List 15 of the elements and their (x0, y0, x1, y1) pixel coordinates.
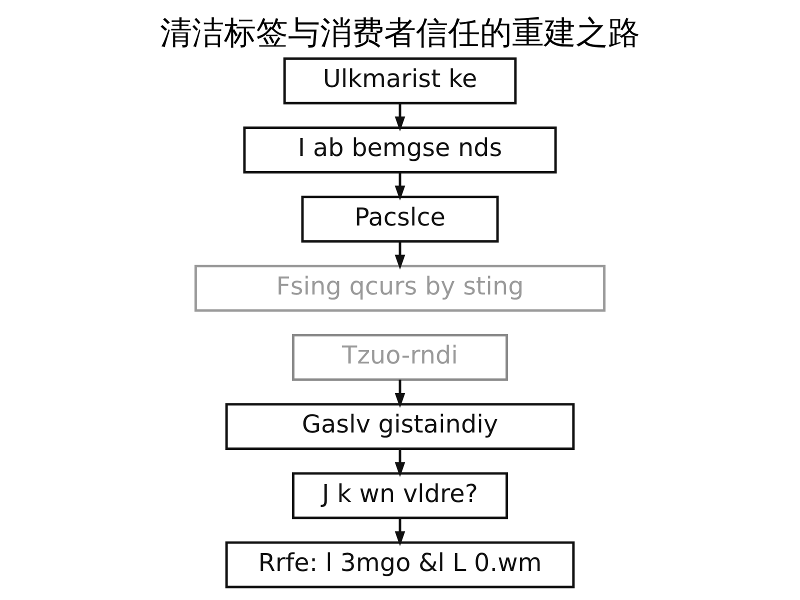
node-box: J k wn vldre? (292, 472, 508, 520)
node-box: Gaslv gistaindiy (225, 403, 575, 450)
diagram-title: 清洁标签与消费者信任的重建之路 (160, 14, 640, 52)
node-box: Ulkmarist ke (283, 57, 517, 104)
node-box: Pacslce (301, 196, 499, 243)
arrow (394, 103, 406, 132)
arrow (394, 380, 406, 408)
arrow (394, 241, 406, 270)
node-box: Tzuo-rndi (292, 334, 508, 381)
arrow (394, 518, 406, 546)
arrow (394, 448, 406, 477)
node-box: Rrfe: l 3mgo &l L 0.wm (225, 541, 575, 588)
node-box: Fsing qcurs by sting (194, 264, 606, 312)
arrow (394, 172, 406, 200)
node-box: I ab bemgse nds (243, 126, 557, 174)
